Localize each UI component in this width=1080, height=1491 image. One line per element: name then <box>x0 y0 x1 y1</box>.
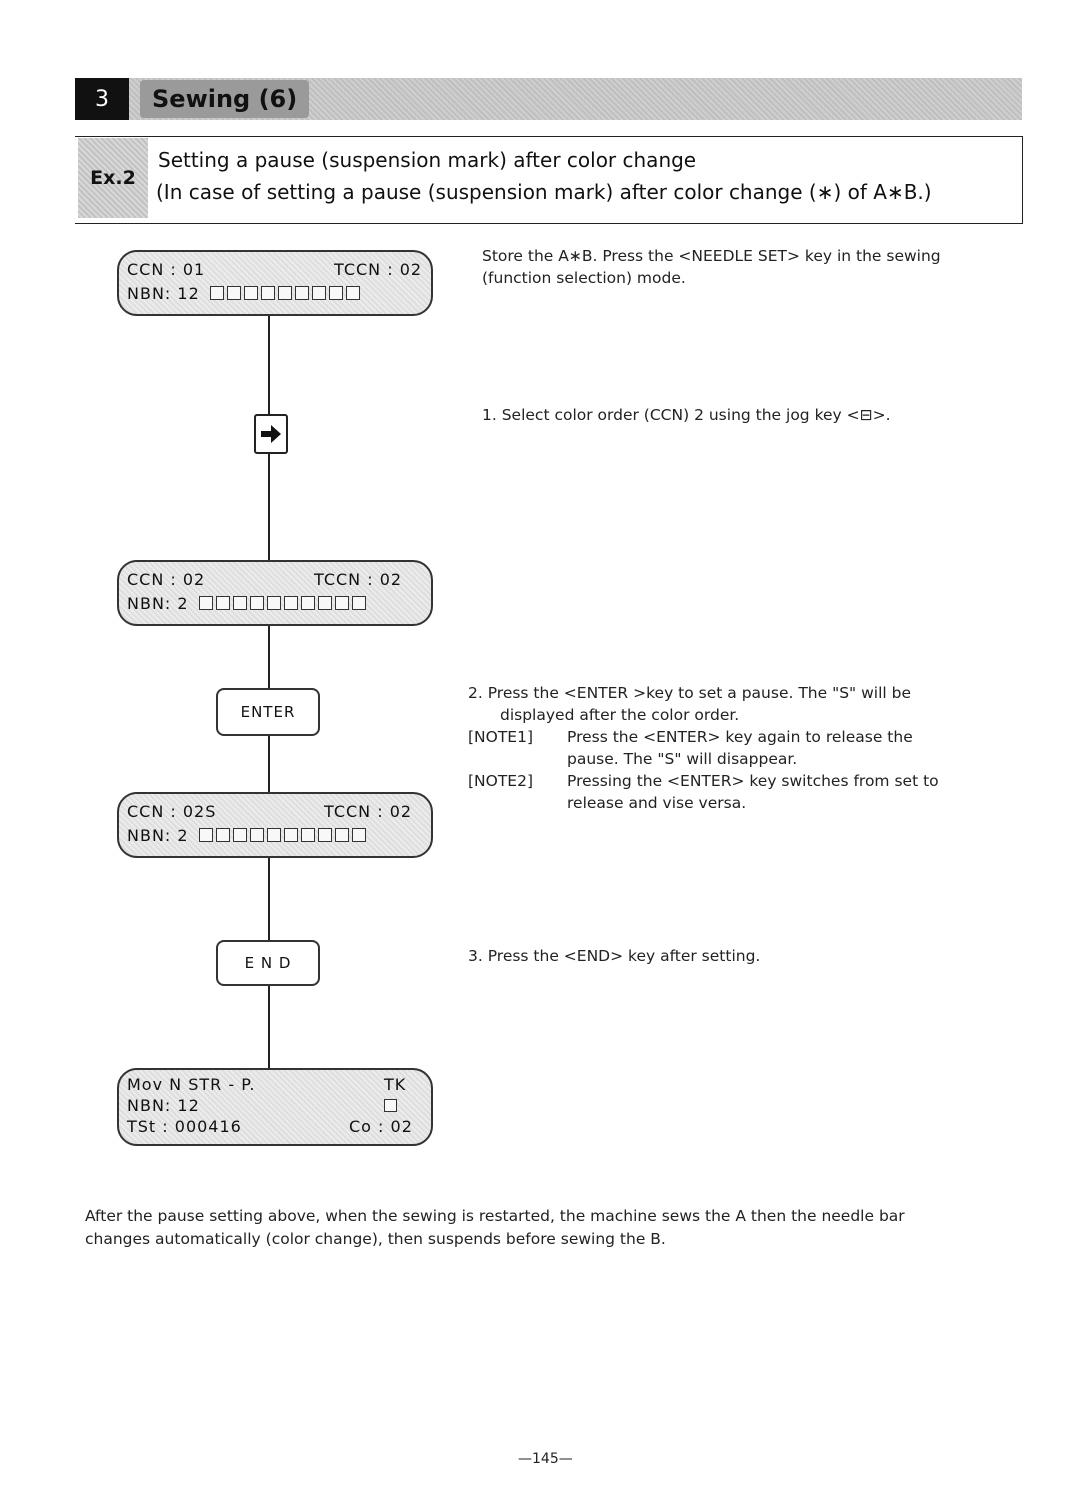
summary-line-1: After the pause setting above, when the … <box>85 1207 905 1225</box>
pause-mark-icon <box>384 1096 400 1115</box>
connector-line <box>268 982 270 1070</box>
lcd-tccn: TCCN : 02 <box>324 802 413 821</box>
lcd-tst: TSt : 000416 <box>127 1117 242 1136</box>
lcd-nbn: NBN: 12 <box>127 1096 200 1115</box>
step-3: 3. Press the <END> key after setting. <box>468 947 761 965</box>
lcd-display-2: CCN : 02 TCCN : 02 NBN: 2 <box>117 560 433 626</box>
note1-label: [NOTE1] <box>468 728 534 746</box>
note2-line-1: Pressing the <ENTER> key switches from s… <box>567 772 939 790</box>
jog-right-arrow-icon[interactable] <box>254 414 288 454</box>
lcd-display-3: CCN : 02S TCCN : 02 NBN: 2 <box>117 792 433 858</box>
lcd-ccn: CCN : 01 <box>127 260 206 279</box>
lcd-ccn: CCN : 02S <box>127 802 217 821</box>
lcd-tccn: TCCN : 02 <box>334 260 423 279</box>
lcd-tk: TK <box>384 1075 407 1094</box>
needle-squares <box>198 594 369 613</box>
lcd-nbn: NBN: 2 <box>127 594 189 613</box>
lcd-ccn: CCN : 02 <box>127 570 206 589</box>
lcd-nbn-row: NBN: 2 <box>127 826 369 845</box>
page-number: —145— <box>518 1451 573 1467</box>
note2-line-2: release and vise versa. <box>567 794 747 812</box>
step-2-line-1: 2. Press the <ENTER >key to set a pause.… <box>468 684 912 702</box>
summary-line-2: changes automatically (color change), th… <box>85 1230 666 1248</box>
example-subtitle: (In case of setting a pause (suspension … <box>156 180 932 204</box>
example-label: Ex.2 <box>78 138 148 218</box>
example-box <box>75 136 1023 224</box>
connector-line <box>268 312 270 414</box>
connector-line <box>268 852 270 942</box>
needle-squares <box>209 284 363 303</box>
section-title: Sewing (6) <box>140 80 310 118</box>
note1-line-1: Press the <ENTER> key again to release t… <box>567 728 913 746</box>
enter-key[interactable]: ENTER <box>216 688 320 736</box>
lcd-nbn: NBN: 2 <box>127 826 189 845</box>
step-1: 1. Select color order (CCN) 2 using the … <box>482 406 891 424</box>
lcd-nbn: NBN: 12 <box>127 284 200 303</box>
note2-label: [NOTE2] <box>468 772 534 790</box>
lcd-tccn: TCCN : 02 <box>314 570 403 589</box>
intro-line-2: (function selection) mode. <box>482 269 686 287</box>
connector-line <box>268 732 270 794</box>
connector-line <box>268 620 270 688</box>
lcd-display-4: Mov N STR - P. TK NBN: 12 TSt : 000416 C… <box>117 1068 433 1146</box>
lcd-display-1: CCN : 01 TCCN : 02 NBN: 12 <box>117 250 433 316</box>
needle-squares <box>198 826 369 845</box>
lcd-nbn-row: NBN: 2 <box>127 594 369 613</box>
example-title: Setting a pause (suspension mark) after … <box>158 148 697 172</box>
lcd-nbn-row: NBN: 12 <box>127 284 363 303</box>
connector-line <box>268 452 270 562</box>
lcd-co: Co : 02 <box>349 1117 413 1136</box>
arrow-right-icon <box>261 425 281 443</box>
note1-line-2: pause. The "S" will disappear. <box>567 750 798 768</box>
intro-line-1: Store the A∗B. Press the <NEEDLE SET> ke… <box>482 247 941 265</box>
end-key[interactable]: E N D <box>216 940 320 986</box>
section-number: 3 <box>75 78 129 120</box>
lcd-mov: Mov N STR - P. <box>127 1075 256 1094</box>
step-2-line-2: displayed after the color order. <box>500 706 740 724</box>
